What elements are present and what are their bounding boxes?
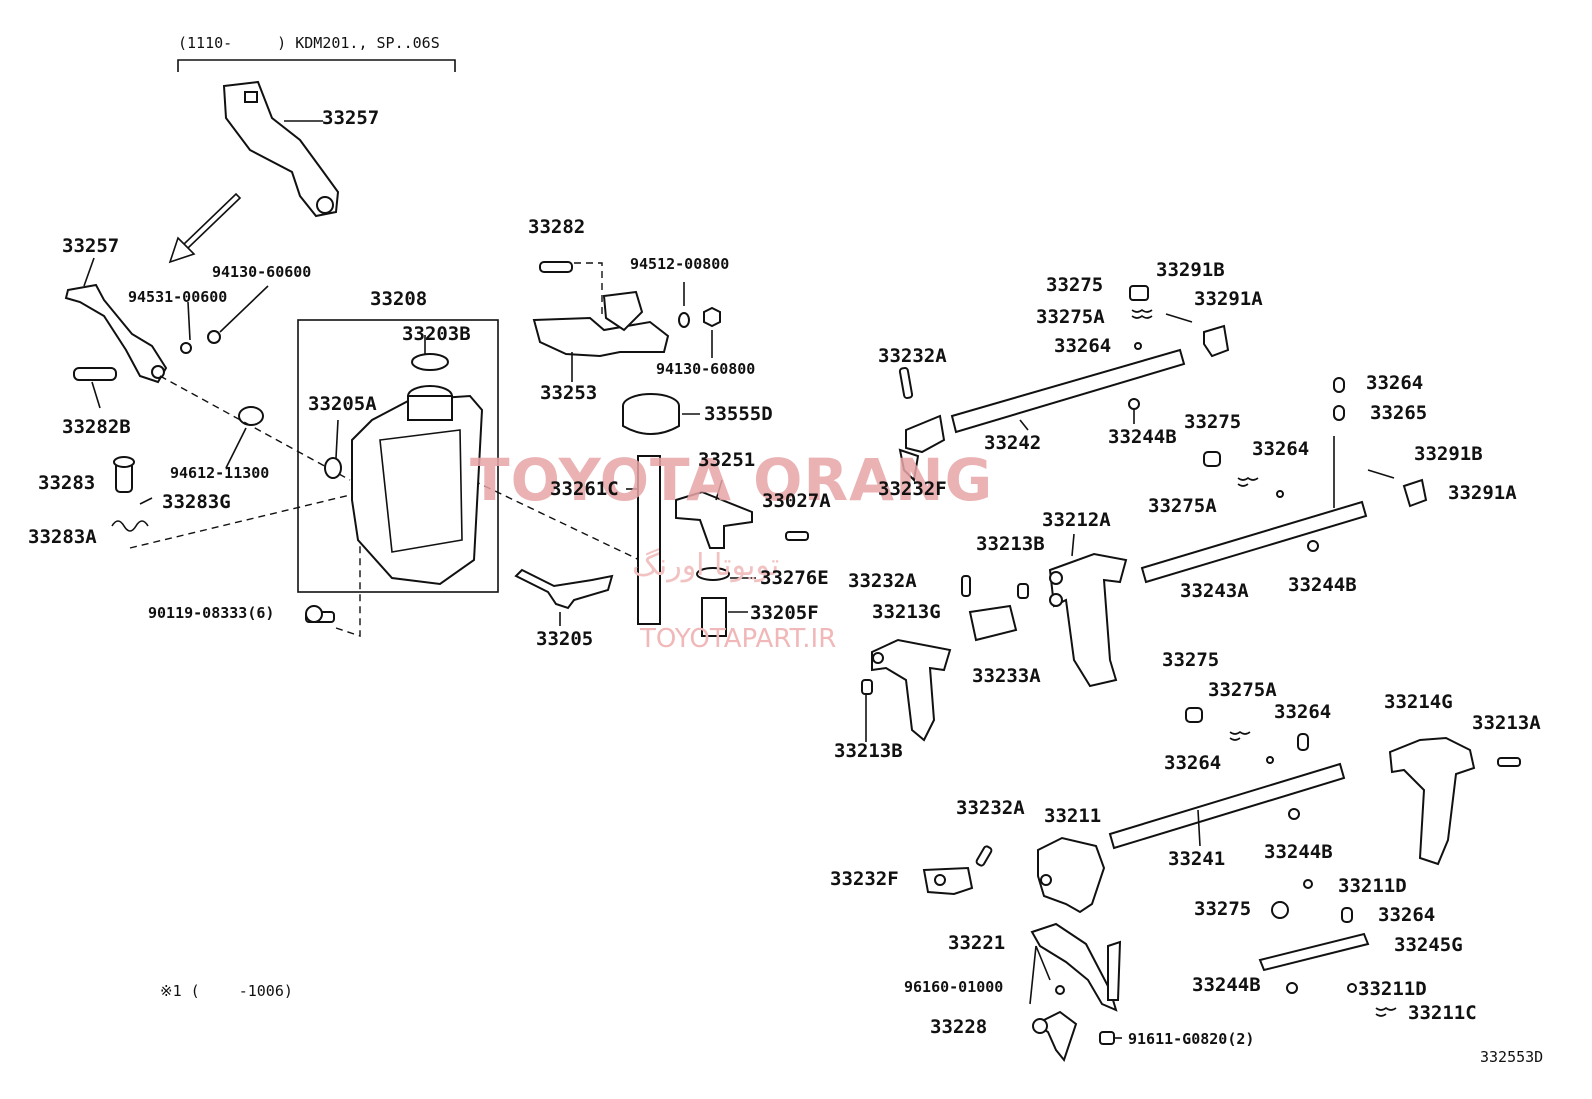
part-label[interactable]: 33283 [38,472,96,494]
part-label[interactable]: 33243A [1180,580,1249,602]
part-label[interactable]: 91611-G0820(2) [1128,1030,1255,1048]
part-label[interactable]: 33264 [1366,372,1424,394]
part-label[interactable]: 33027A [762,490,831,512]
part-label[interactable]: 33244B [1288,574,1357,596]
part-label[interactable]: 94130-60800 [656,360,756,378]
part-label[interactable]: 33291A [1448,482,1517,504]
part-label[interactable]: 90119-08333(6) [148,604,275,622]
part-label[interactable]: 96160-01000 [904,978,1004,996]
part-label[interactable]: 33253 [540,382,598,404]
part-label[interactable]: 33233A [972,665,1041,687]
part-label[interactable]: 33555D [704,403,773,425]
part-label[interactable]: 33283A [28,526,97,548]
part-label[interactable]: 33275 [1194,898,1252,920]
part-label[interactable]: 33213G [872,601,941,623]
part-label[interactable]: 33208 [370,288,428,310]
part-label[interactable]: 33264 [1274,701,1332,723]
part-label[interactable]: 33228 [930,1016,988,1038]
part-label[interactable]: 33232A [878,345,947,367]
part-label[interactable]: 33245G [1394,934,1463,956]
part-label[interactable]: 94512-00800 [630,255,730,273]
watermark-site: TOYOTAPART.IR [640,624,837,654]
part-label[interactable]: 33275A [1036,306,1105,328]
footer-note: ※1 ( -1006) [160,982,293,1000]
part-label[interactable]: 33291A [1194,288,1263,310]
part-label[interactable]: 33211D [1338,875,1407,897]
part-label[interactable]: 33282 [528,216,586,238]
part-label[interactable]: 33211 [1044,805,1102,827]
watermark-persian: تویوتا اورنگ [632,548,780,583]
part-label[interactable]: 33283G [162,491,231,513]
part-label[interactable]: 33275 [1184,411,1242,433]
part-label[interactable]: 33264 [1164,752,1222,774]
part-label[interactable]: 33232A [956,797,1025,819]
part-label[interactable]: 33205F [750,602,819,624]
part-label[interactable]: 33205 [536,628,594,650]
part-label[interactable]: 33212A [1042,509,1111,531]
part-label[interactable]: 94531-00600 [128,288,228,306]
part-label[interactable]: 33211D [1358,978,1427,1000]
part-label[interactable]: 33232F [830,868,899,890]
part-label[interactable]: 33232F [878,478,947,500]
part-label[interactable]: 33244B [1108,426,1177,448]
part-label[interactable]: 94612-11300 [170,464,270,482]
watermark-brand: TOYOTA ORANG [470,446,994,514]
part-label[interactable]: 33244B [1264,841,1333,863]
part-label[interactable]: 33257 [322,107,380,129]
part-label[interactable]: 33264 [1252,438,1310,460]
part-label[interactable]: 33251 [698,449,756,471]
part-label[interactable]: 33211C [1408,1002,1477,1024]
part-label[interactable]: 33291B [1156,259,1225,281]
part-label[interactable]: 33205A [308,393,377,415]
part-label[interactable]: 33244B [1192,974,1261,996]
part-label[interactable]: 33276E [760,567,829,589]
part-label[interactable]: 33291B [1414,443,1483,465]
part-label[interactable]: 33213B [834,740,903,762]
part-label[interactable]: 33264 [1054,335,1112,357]
part-label[interactable]: 33275 [1162,649,1220,671]
part-label[interactable]: 33282B [62,416,131,438]
part-label[interactable]: 33221 [948,932,1006,954]
part-label[interactable]: 33232A [848,570,917,592]
part-label[interactable]: 33203B [402,323,471,345]
diagram-code: 332553D [1480,1048,1544,1066]
part-label[interactable]: 33275A [1208,679,1277,701]
part-label[interactable]: 33275A [1148,495,1217,517]
part-label[interactable]: 94130-60600 [212,263,312,281]
part-label[interactable]: 33214G [1384,691,1453,713]
part-label[interactable]: 33242 [984,432,1042,454]
part-label[interactable]: 33213B [976,533,1045,555]
part-label[interactable]: 33265 [1370,402,1428,424]
part-label[interactable]: 33261C [550,478,619,500]
part-label[interactable]: 33264 [1378,904,1436,926]
part-label[interactable]: 33241 [1168,848,1226,870]
part-label[interactable]: 33275 [1046,274,1104,296]
part-label[interactable]: 33213A [1472,712,1541,734]
part-label[interactable]: 33257 [62,235,120,257]
header-range: (1110- ) KDM201., SP..06S [178,34,440,52]
